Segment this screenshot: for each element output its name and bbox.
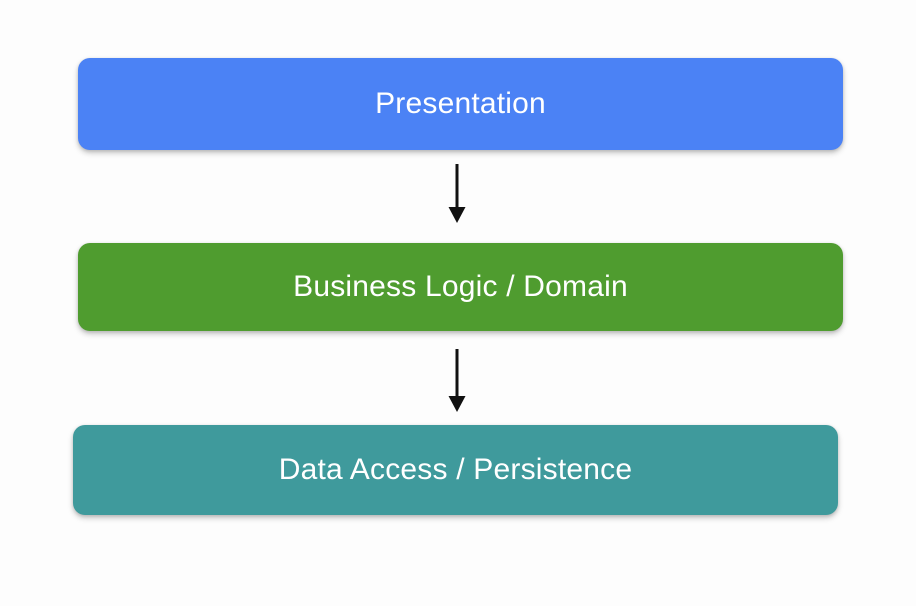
layer-label-business-logic-domain: Business Logic / Domain — [293, 270, 628, 303]
layer-label-data-access-persistence: Data Access / Persistence — [278, 453, 633, 486]
layer-box-presentation[interactable]: Presentation — [78, 58, 843, 150]
layer-box-data-access-persistence[interactable]: Data Access / Persistence — [73, 425, 838, 515]
layer-label-presentation: Presentation — [375, 87, 546, 120]
layer-box-business-logic-domain[interactable]: Business Logic / Domain — [78, 243, 843, 331]
arrow-presentation-to-business — [447, 164, 467, 224]
arrow-down-icon — [448, 349, 466, 412]
arrow-business-to-data-access — [447, 349, 467, 413]
arrow-down-icon — [448, 164, 466, 223]
